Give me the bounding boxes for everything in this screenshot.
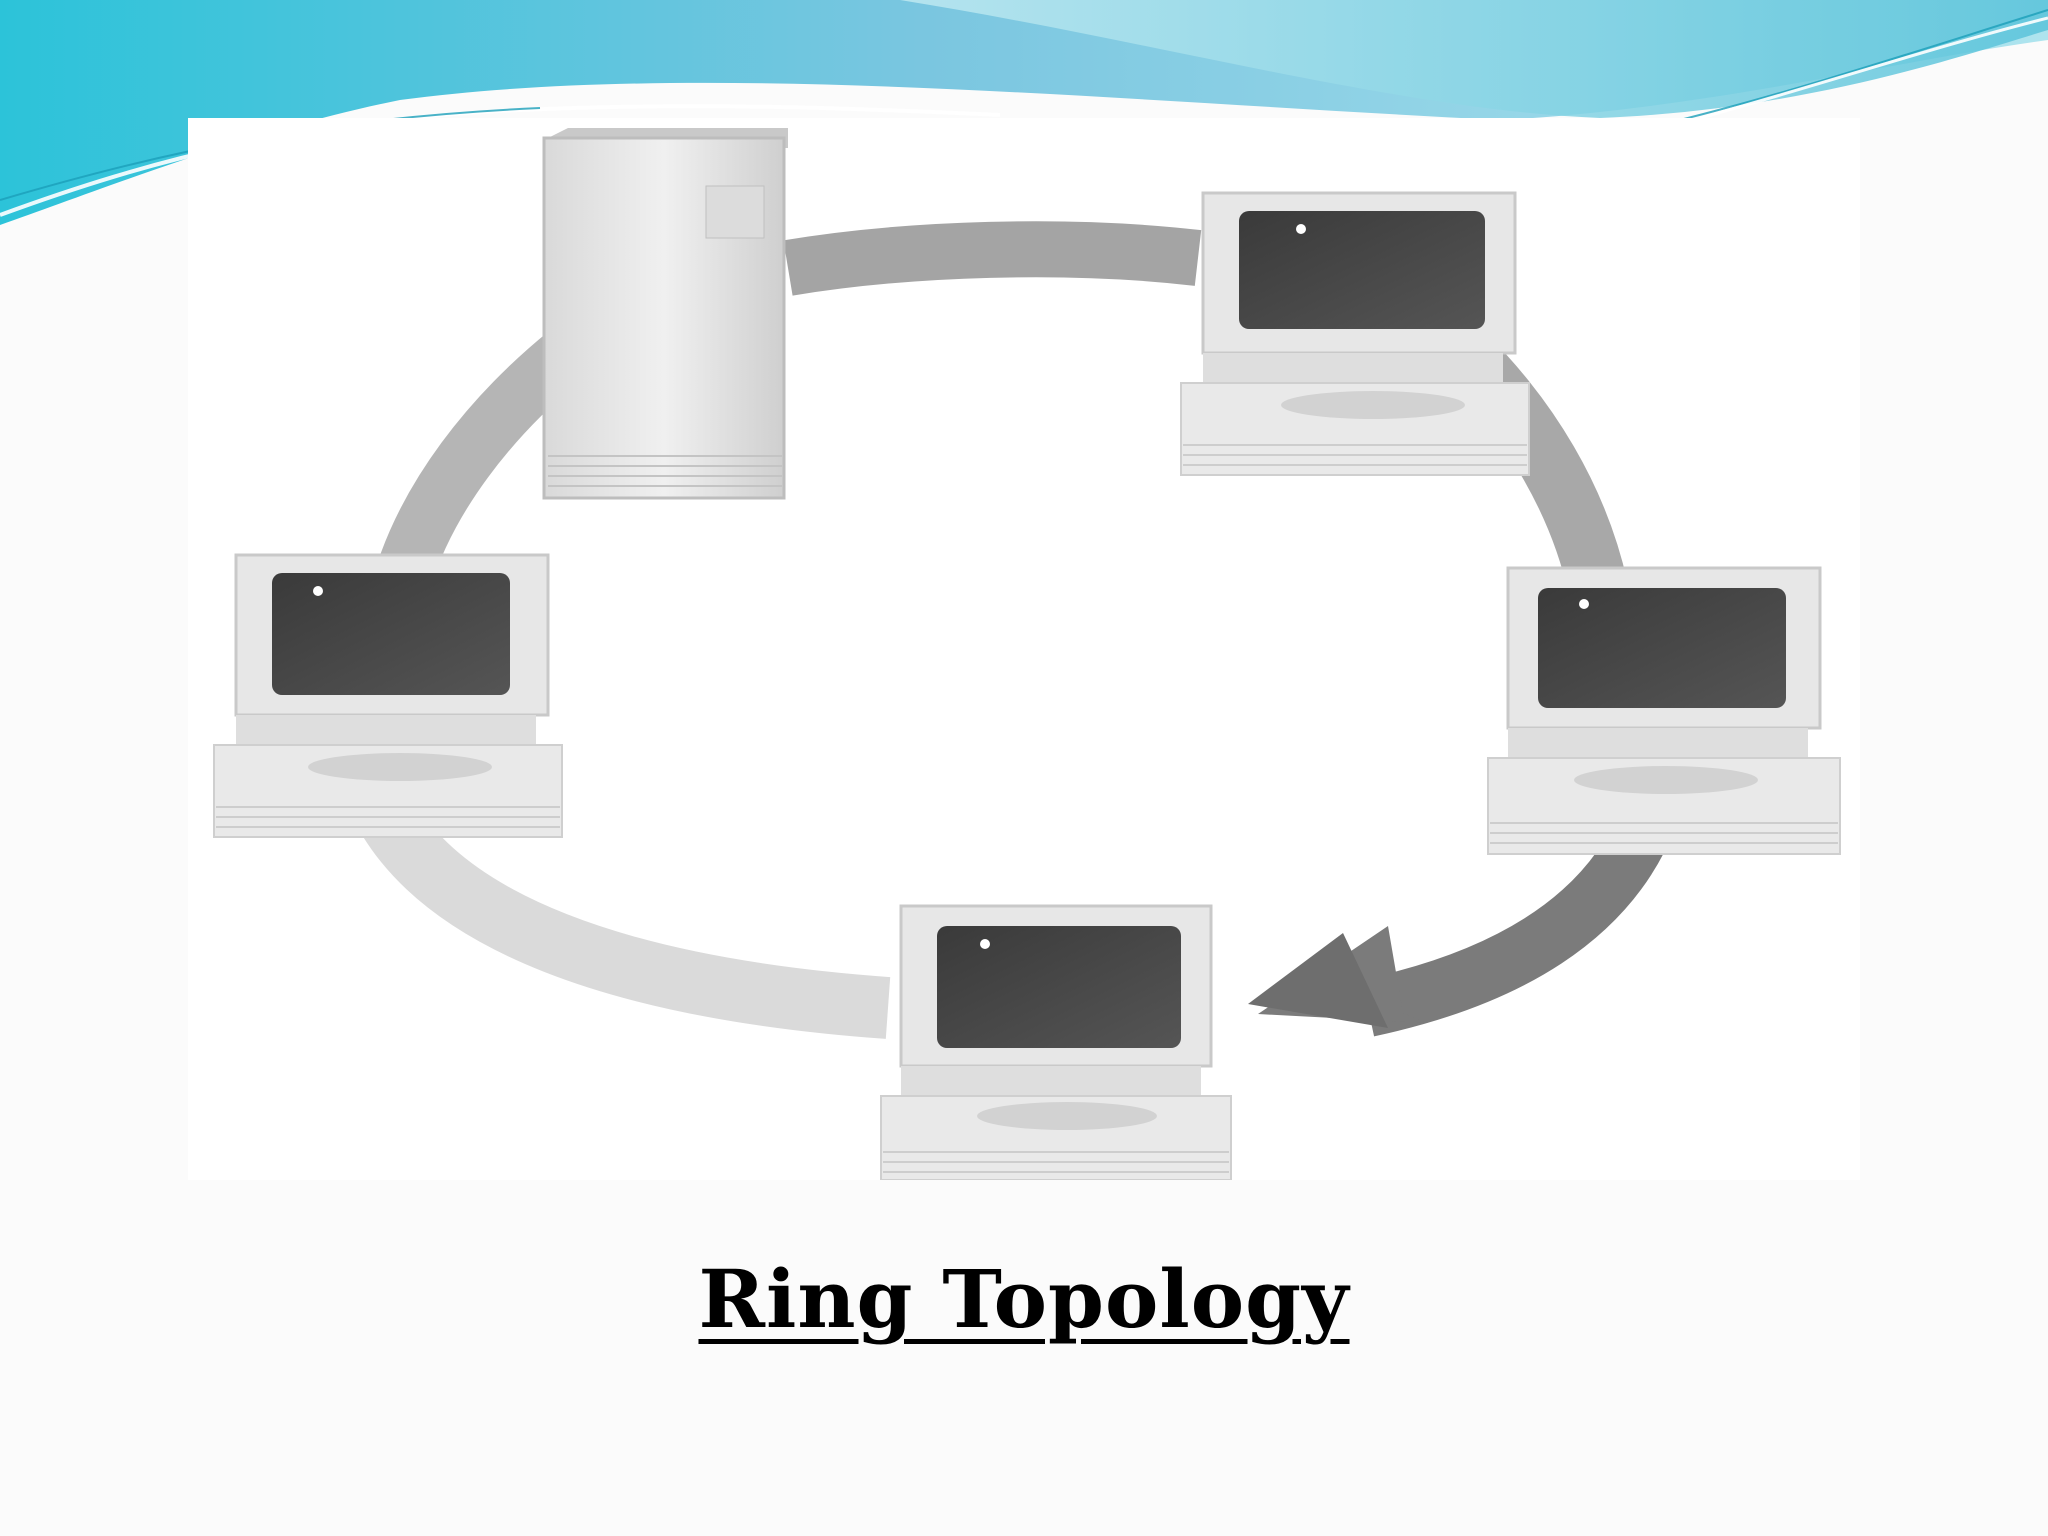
power-led <box>313 586 323 596</box>
monitor-screen <box>1239 211 1485 329</box>
workstation-left <box>213 553 563 838</box>
ring-segment-bottom-right <box>1361 806 1675 1037</box>
monitor-screen <box>1538 588 1786 708</box>
monitor-screen <box>937 926 1181 1048</box>
power-led <box>980 939 990 949</box>
caption: Ring Topology <box>0 1252 2048 1346</box>
ring-segment-left-upper <box>375 330 587 588</box>
ring-segment-top <box>783 221 1202 296</box>
slide-caption: Ring Topology <box>698 1252 1350 1346</box>
ring-flow-arrow-tip <box>1248 933 1388 1028</box>
server-tower <box>542 128 788 500</box>
power-led <box>1296 224 1306 234</box>
power-led <box>1579 599 1589 609</box>
ring-topology-figure <box>188 118 1860 1180</box>
ring-segment-left-lower <box>361 801 891 1039</box>
workstation-bottom <box>880 904 1232 1180</box>
monitor-screen <box>272 573 510 695</box>
ring-topology-diagram <box>213 128 1841 1180</box>
workstation-top-right <box>1180 191 1530 476</box>
workstation-right <box>1487 566 1841 855</box>
